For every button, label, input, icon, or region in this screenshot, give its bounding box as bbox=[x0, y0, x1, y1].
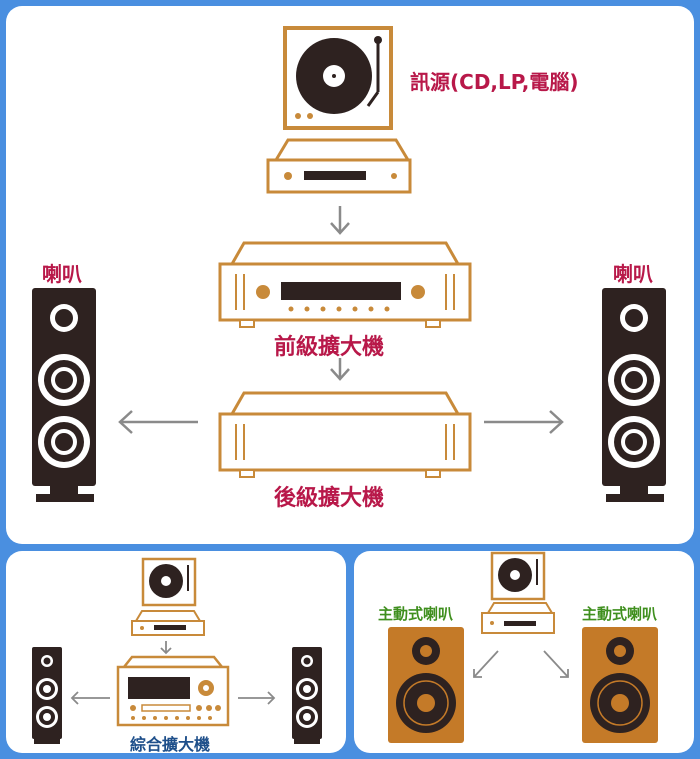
arrow-right bbox=[238, 691, 276, 705]
preamp-icon bbox=[218, 241, 472, 328]
right-speaker-label: 喇叭 bbox=[613, 262, 653, 286]
power-amp-icon bbox=[218, 391, 472, 478]
right-speaker-icon bbox=[602, 288, 666, 502]
turntable-icon bbox=[490, 551, 546, 601]
right-speaker-icon bbox=[292, 647, 322, 744]
active-speaker-svg bbox=[388, 551, 658, 743]
arrow-left bbox=[118, 410, 198, 434]
left-active-speaker-icon bbox=[388, 627, 464, 743]
integrated-amp-icon bbox=[116, 655, 230, 727]
left-speaker-label: 喇叭 bbox=[42, 262, 82, 286]
arrow-down-right bbox=[543, 650, 569, 678]
arrow-right bbox=[484, 410, 564, 434]
arrow-down-2 bbox=[330, 358, 350, 381]
left-speaker-icon bbox=[32, 647, 62, 744]
right-active-speaker-label: 主動式喇叭 bbox=[582, 605, 658, 623]
arrow-down-1 bbox=[330, 206, 350, 235]
arrow-down-left bbox=[473, 650, 499, 678]
source-player-icon bbox=[481, 602, 555, 634]
left-active-speaker-label: 主動式喇叭 bbox=[378, 605, 454, 623]
arrow-down bbox=[160, 641, 172, 655]
active-speaker-panel: 主動式喇叭 主動式喇叭 bbox=[354, 551, 694, 753]
turntable-icon bbox=[283, 26, 393, 130]
top-diagram-svg bbox=[32, 26, 666, 502]
integrated-amp-panel: 綜合擴大機 bbox=[6, 551, 346, 753]
right-active-speaker-icon bbox=[582, 627, 658, 743]
top-diagram-panel: 訊源(CD,LP,電腦) 喇叭 喇叭 前級擴大機 後級擴大機 bbox=[6, 6, 694, 544]
source-player-icon bbox=[266, 138, 412, 194]
turntable-icon bbox=[141, 557, 197, 607]
arrow-left bbox=[70, 691, 110, 705]
preamp-label: 前級擴大機 bbox=[274, 335, 385, 360]
source-label: 訊源(CD,LP,電腦) bbox=[410, 70, 579, 94]
power-amp-label: 後級擴大機 bbox=[274, 486, 385, 511]
left-speaker-icon bbox=[32, 288, 96, 502]
integrated-amp-svg bbox=[32, 557, 322, 744]
integrated-amp-label: 綜合擴大機 bbox=[130, 735, 211, 753]
source-player-icon bbox=[131, 610, 205, 636]
